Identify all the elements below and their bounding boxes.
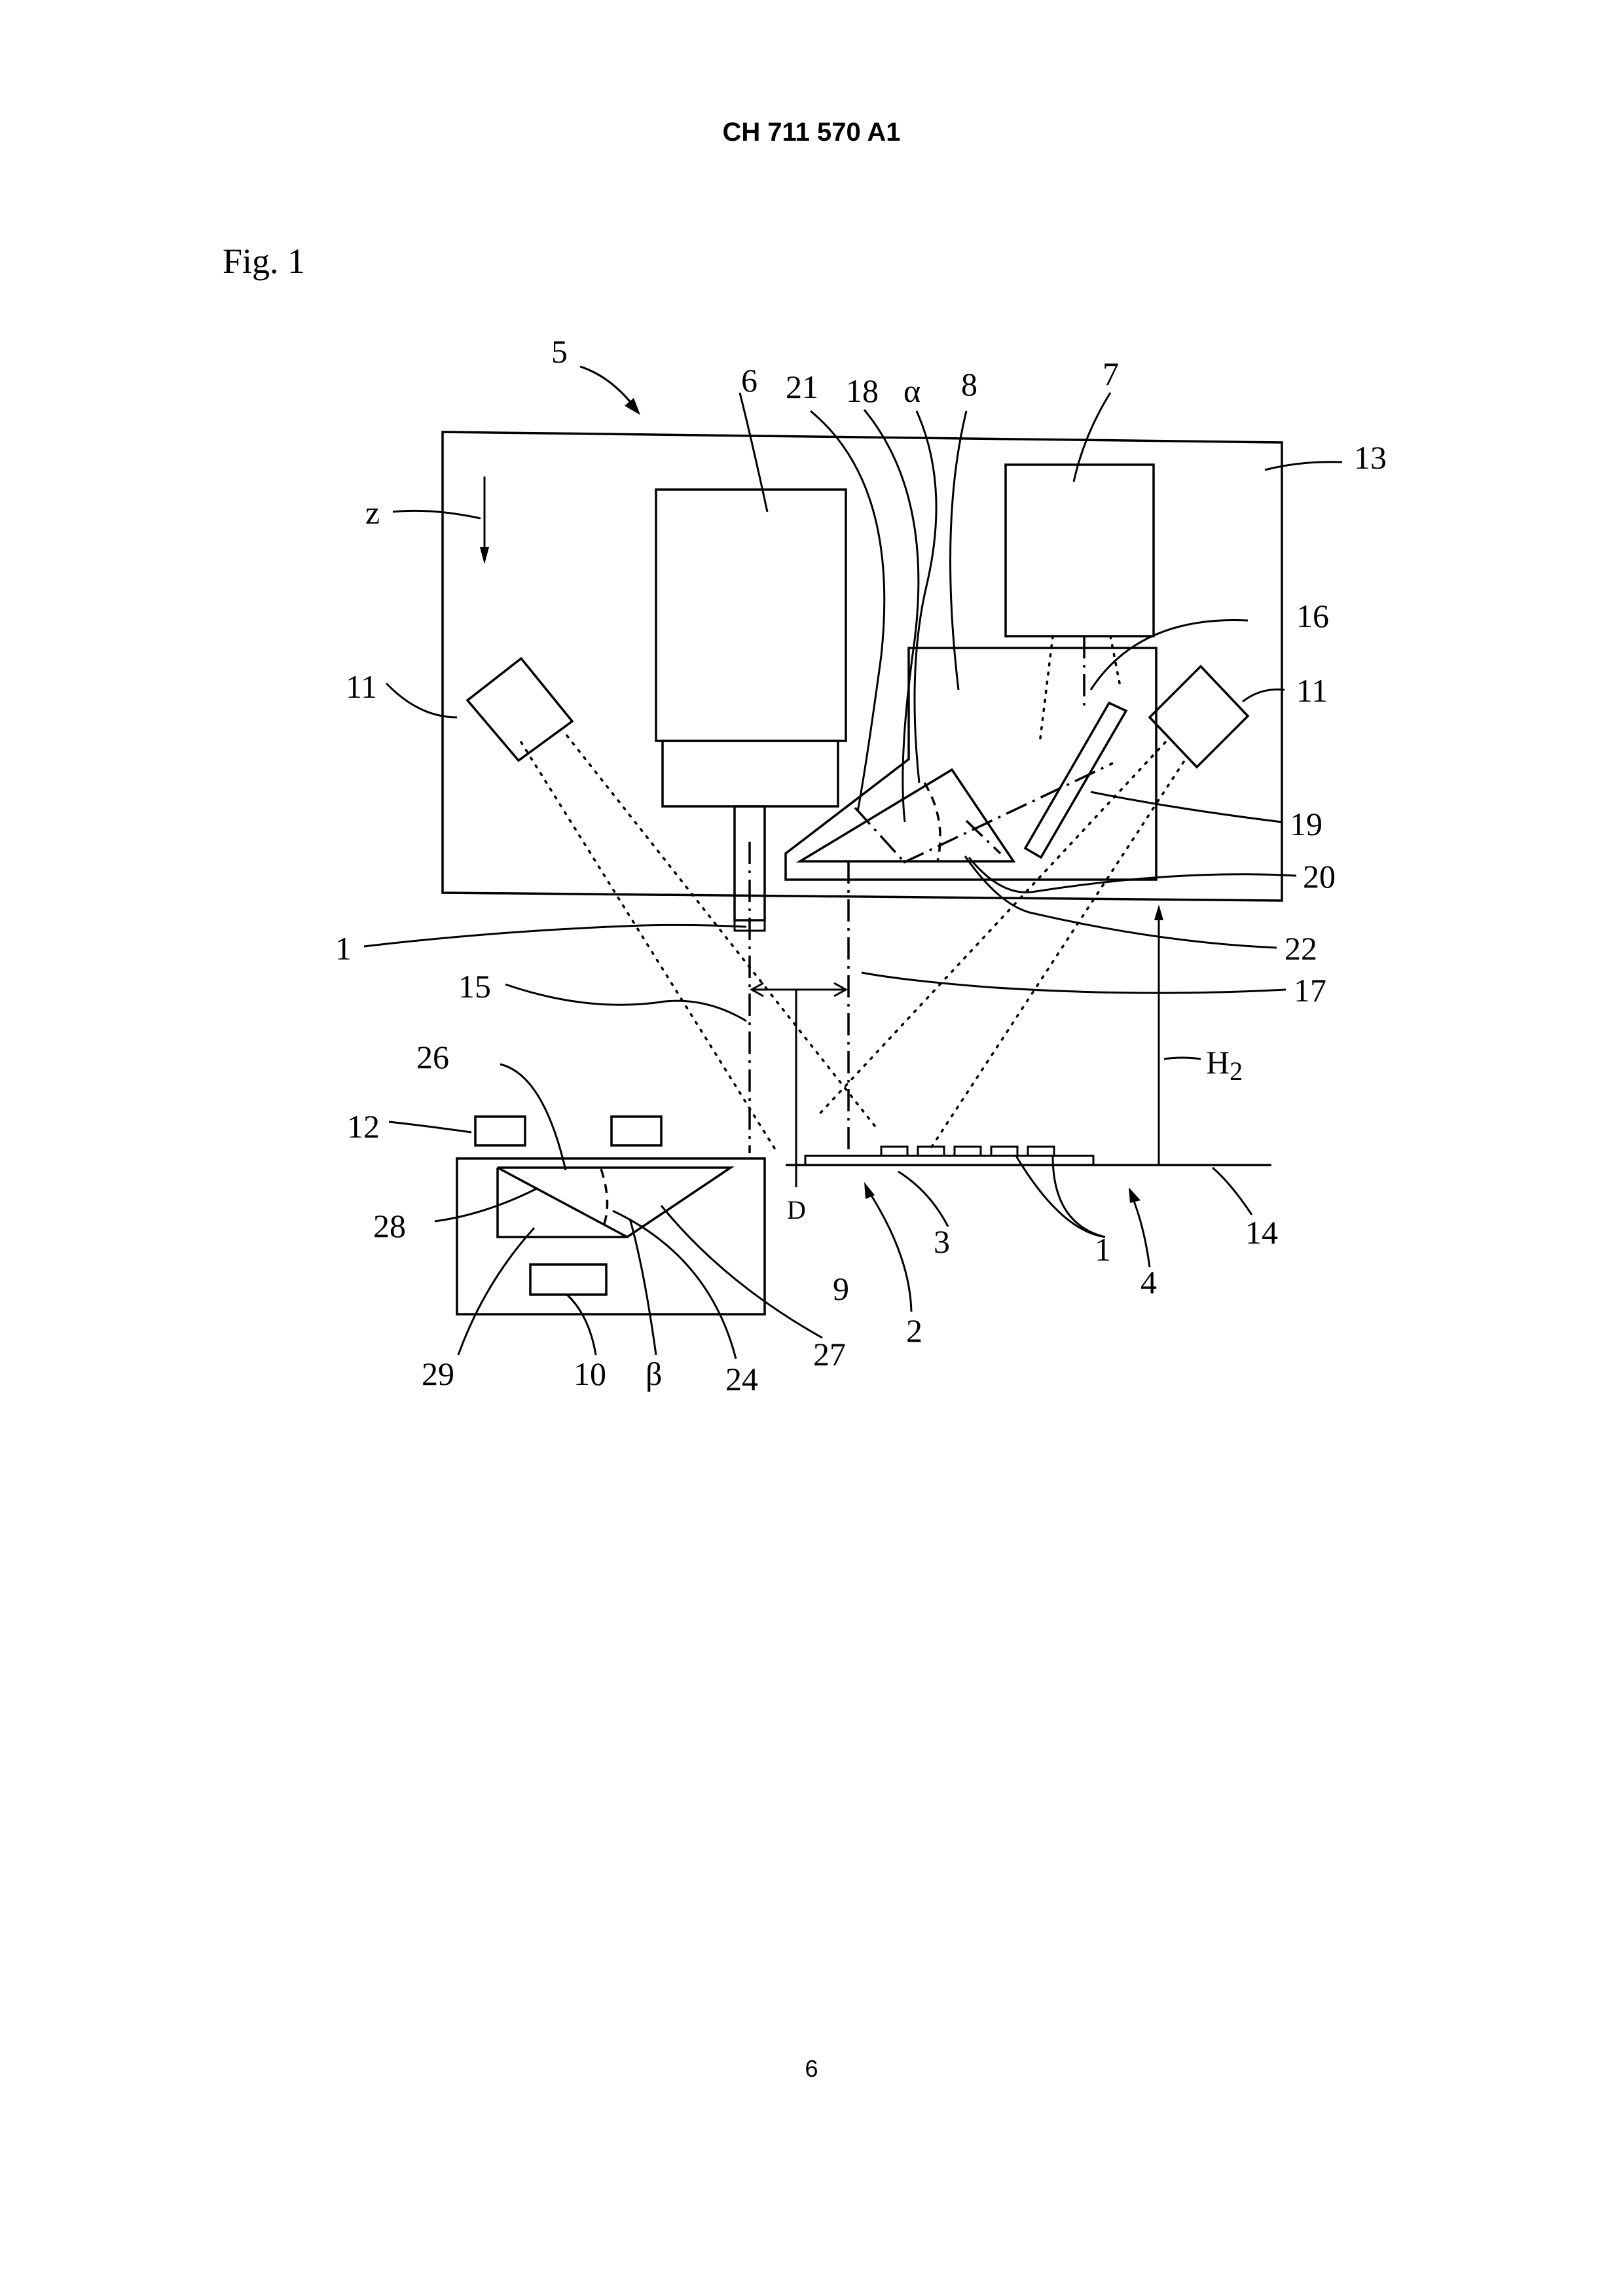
leader-12 bbox=[389, 1122, 471, 1132]
ref-label-13: 13 bbox=[1354, 439, 1387, 476]
ref-label-14: 14 bbox=[1245, 1214, 1278, 1251]
beam-7a bbox=[1040, 636, 1053, 744]
camera-11-left bbox=[467, 658, 572, 761]
leader-lines bbox=[364, 367, 1342, 1359]
ref-label-3: 3 bbox=[934, 1223, 950, 1260]
optical-path-21 bbox=[855, 808, 905, 863]
component-10 bbox=[530, 1265, 606, 1295]
ref-label-27: 27 bbox=[813, 1336, 846, 1372]
part-1 bbox=[955, 1147, 981, 1156]
ref-label-11-left: 11 bbox=[346, 668, 377, 705]
ref-label-16: 16 bbox=[1296, 598, 1329, 634]
leader-11-right bbox=[1243, 689, 1285, 702]
angle-alpha-arc bbox=[924, 783, 940, 861]
ref-label-24: 24 bbox=[725, 1361, 758, 1397]
prism-18 bbox=[800, 770, 1013, 861]
arrow-2 bbox=[869, 1193, 911, 1312]
ref-label-26: 26 bbox=[416, 1039, 449, 1075]
camera-11-right bbox=[1150, 666, 1248, 767]
leader-10 bbox=[567, 1295, 596, 1355]
part-1 bbox=[991, 1147, 1017, 1156]
leader-22 bbox=[965, 856, 1277, 948]
ref-label-h2: H2 bbox=[1206, 1044, 1243, 1086]
leader-3 bbox=[898, 1172, 948, 1227]
leader-7 bbox=[1074, 393, 1110, 482]
leader-21 bbox=[811, 411, 884, 812]
ref-label-10: 10 bbox=[574, 1355, 606, 1392]
ref-label-6: 6 bbox=[741, 362, 757, 399]
arrow-5 bbox=[580, 367, 632, 404]
ref-label-beta: β bbox=[646, 1355, 662, 1392]
leader-27 bbox=[661, 1206, 822, 1338]
ref-label-z: z bbox=[365, 494, 380, 531]
ref-label-11-right: 11 bbox=[1296, 672, 1328, 709]
ref-label-8: 8 bbox=[961, 366, 977, 403]
component-7 bbox=[1006, 465, 1154, 636]
ref-label-d: D bbox=[787, 1195, 806, 1225]
ref-label-21: 21 bbox=[786, 368, 818, 405]
leader-6 bbox=[740, 393, 767, 512]
part-1 bbox=[1028, 1147, 1054, 1156]
component-12-right bbox=[611, 1117, 661, 1145]
leader-17 bbox=[862, 973, 1286, 993]
optical-path-20 bbox=[903, 763, 1113, 863]
ref-label-15: 15 bbox=[458, 968, 491, 1005]
leader-18 bbox=[864, 410, 919, 822]
leader-13 bbox=[1265, 462, 1342, 470]
ref-label-19: 19 bbox=[1290, 806, 1322, 842]
leader-1-parts bbox=[1016, 1156, 1105, 1237]
ref-label-12: 12 bbox=[347, 1108, 380, 1145]
ref-label-29: 29 bbox=[422, 1355, 454, 1392]
angle-beta-arc bbox=[601, 1169, 608, 1229]
arrow-4 bbox=[1133, 1198, 1150, 1267]
leader-14 bbox=[1213, 1168, 1252, 1215]
leader-20 bbox=[969, 857, 1296, 892]
prism-27 bbox=[498, 1168, 731, 1237]
ref-label-22: 22 bbox=[1285, 930, 1317, 967]
component-8-housing bbox=[786, 648, 1156, 880]
leader-1-nozzle bbox=[364, 925, 746, 946]
view-field-left-b bbox=[567, 736, 875, 1126]
ref-label-7: 7 bbox=[1103, 355, 1119, 392]
leader-11-left bbox=[386, 683, 457, 717]
leader-h2 bbox=[1164, 1058, 1201, 1059]
carrier-3 bbox=[805, 1147, 1093, 1165]
leader-beta bbox=[630, 1219, 656, 1355]
view-field-left-a bbox=[521, 742, 775, 1149]
ref-label-2: 2 bbox=[906, 1312, 922, 1349]
leader-28 bbox=[435, 1189, 537, 1221]
component-12-left bbox=[475, 1117, 525, 1145]
leader-19 bbox=[1091, 792, 1282, 822]
part-1 bbox=[881, 1147, 907, 1156]
ref-label-18: 18 bbox=[846, 372, 879, 409]
leader-15 bbox=[505, 984, 746, 1021]
leader-29 bbox=[458, 1228, 534, 1355]
z-direction-arrow bbox=[480, 476, 489, 564]
ref-label-alpha: α bbox=[903, 372, 921, 409]
part-1 bbox=[918, 1147, 944, 1156]
ref-label-28: 28 bbox=[373, 1208, 406, 1244]
ref-label-9: 9 bbox=[833, 1270, 849, 1307]
component-6 bbox=[656, 490, 846, 931]
ref-label-5: 5 bbox=[551, 333, 568, 370]
ref-label-1-nozzle: 1 bbox=[335, 930, 352, 967]
ref-label-17: 17 bbox=[1294, 972, 1326, 1009]
leader-z bbox=[393, 511, 481, 518]
ref-label-1-parts: 1 bbox=[1095, 1231, 1111, 1268]
height-h2-arrow bbox=[1154, 905, 1163, 1165]
ref-label-20: 20 bbox=[1303, 858, 1336, 895]
page-number: 6 bbox=[0, 2055, 1623, 2083]
ref-label-4: 4 bbox=[1140, 1264, 1157, 1300]
